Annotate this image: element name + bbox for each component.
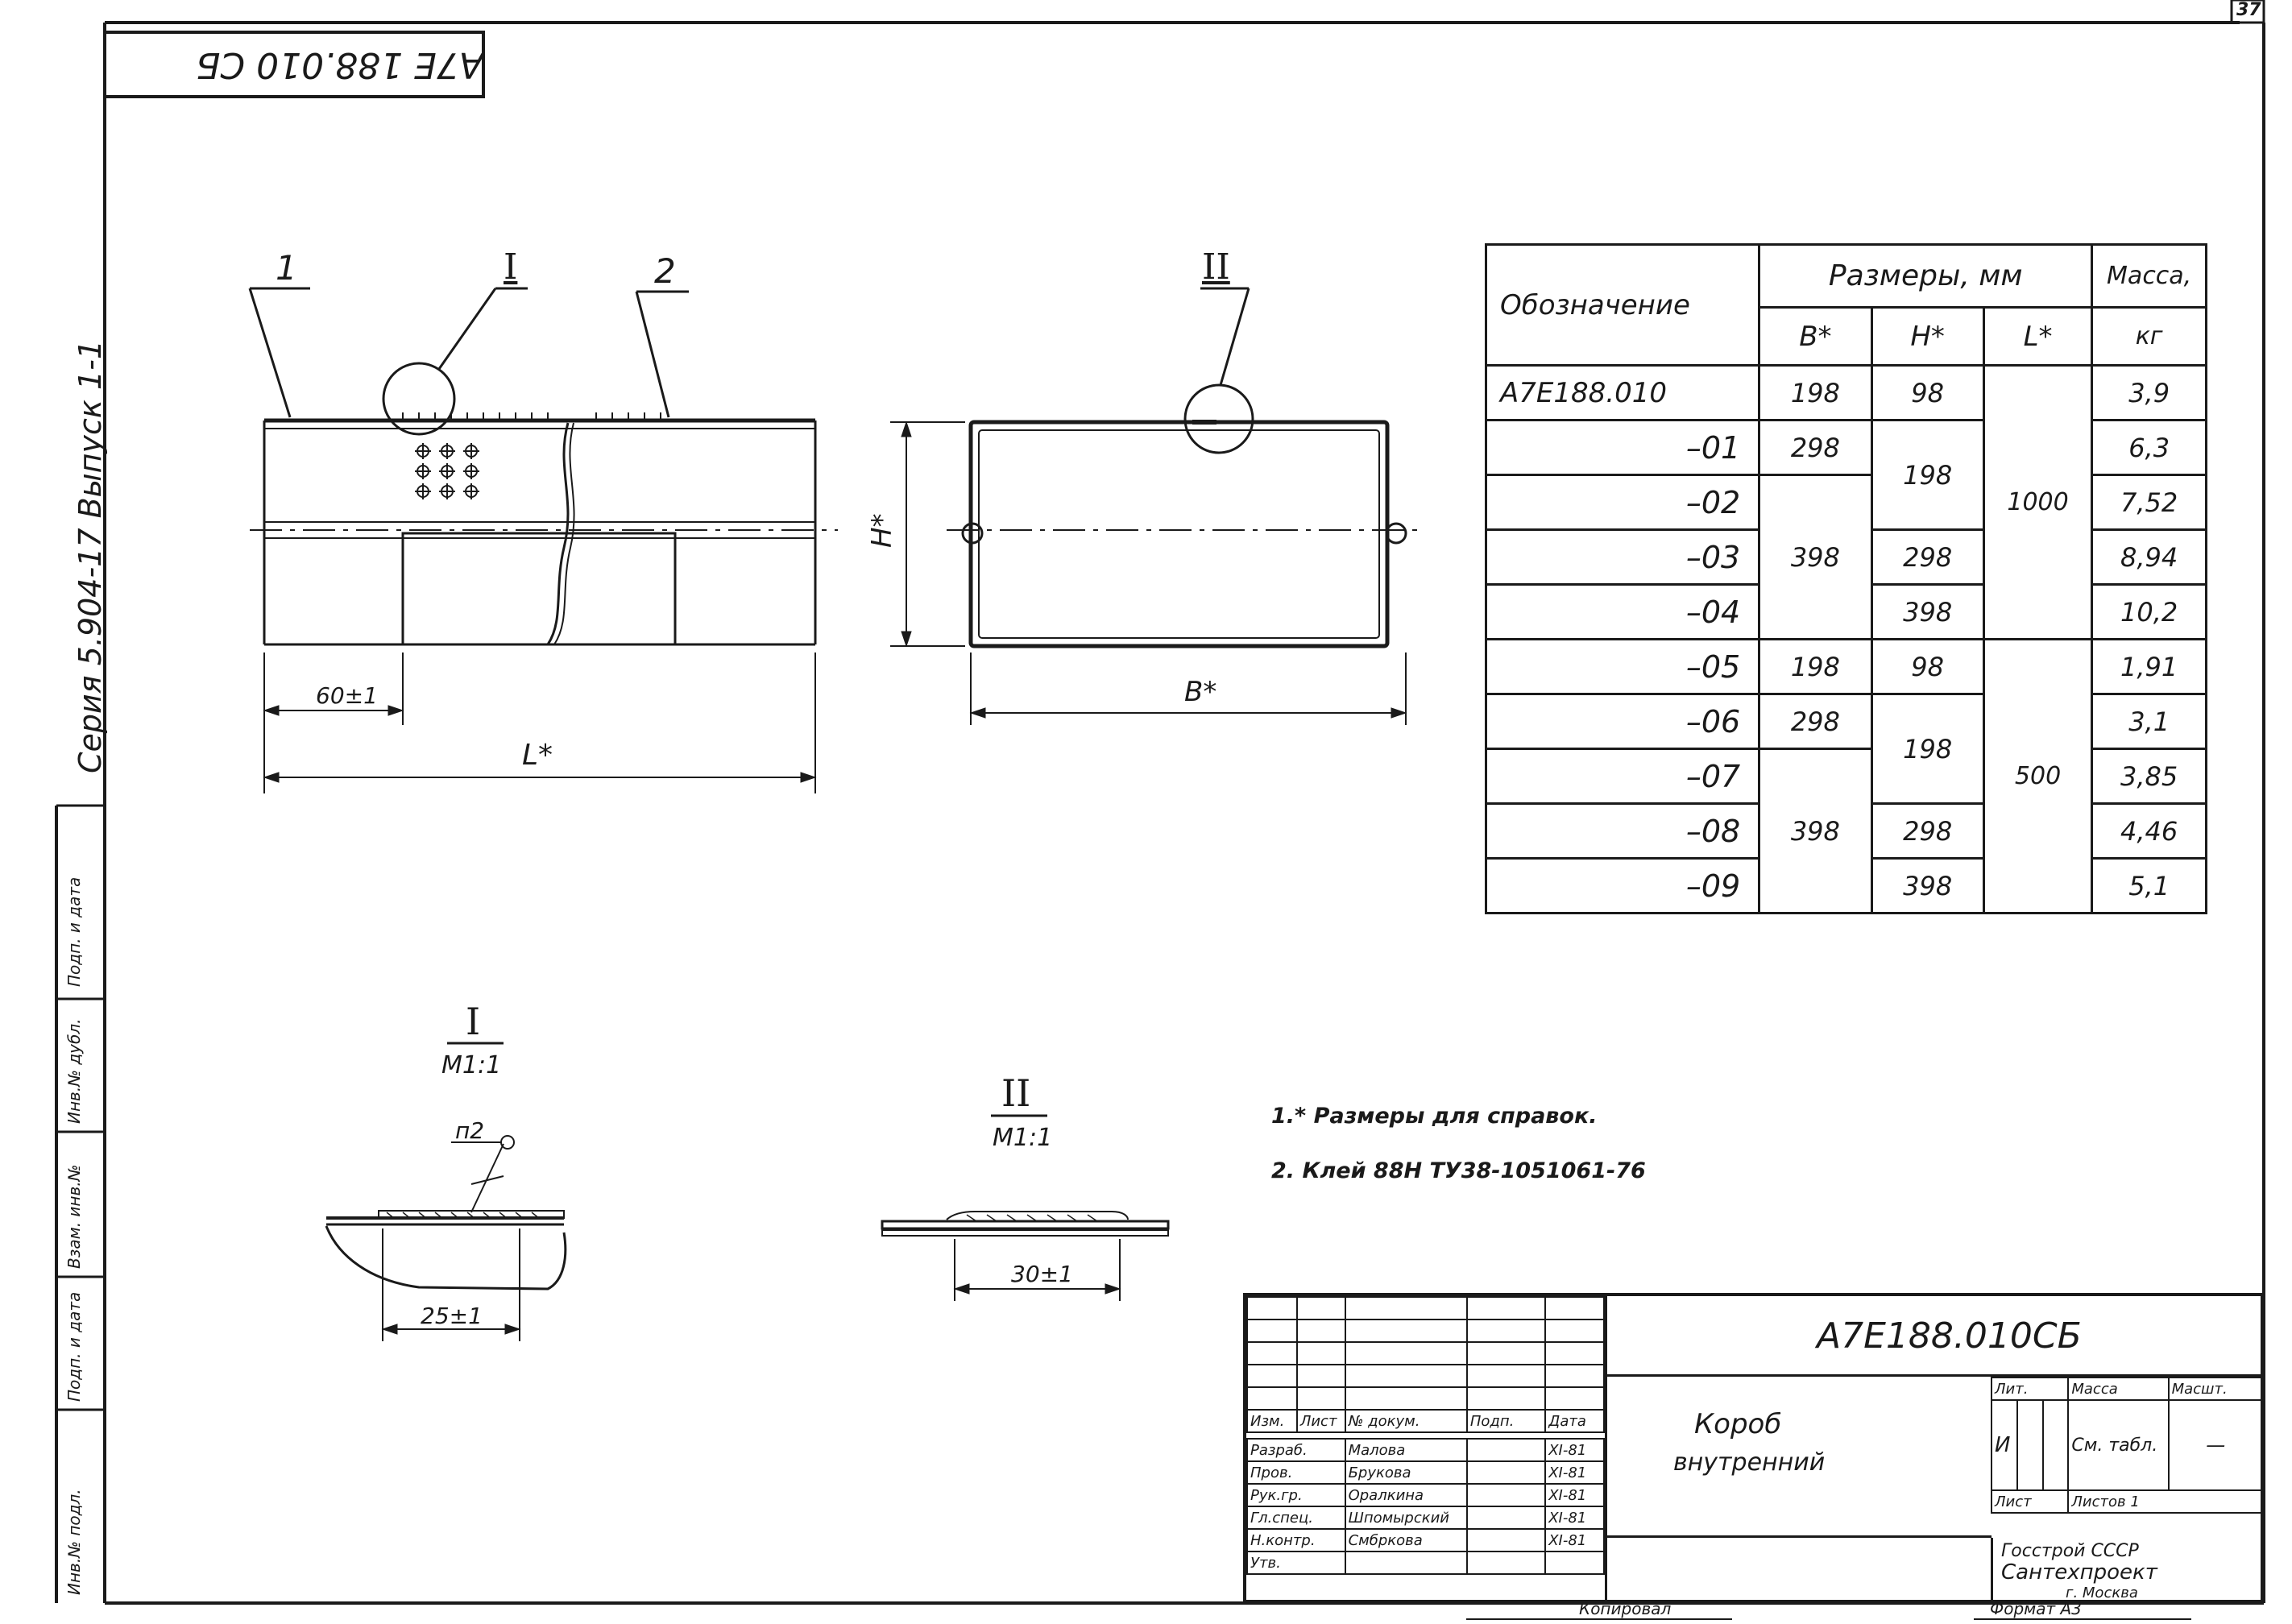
col-header: № докум. [1344, 1409, 1468, 1433]
scale-label: Масшт. [2167, 1377, 2265, 1401]
strip-label-4: Подп. и дата [64, 1291, 84, 1402]
sheets-label: Листов 1 [2067, 1489, 2264, 1514]
mass-label: Масса [2067, 1377, 2170, 1401]
org-3: г. Москва [2066, 1585, 2138, 1601]
dim-H: H* [866, 513, 898, 548]
sheet-number-box [2230, 0, 2265, 24]
sheet-number: 37 [2236, 0, 2261, 20]
lit-grid: Лит. Масса Масшт. И См. табл. — Лист Лис… [1990, 1377, 2265, 1514]
strip-label-2: Инв.№ дубл. [64, 1018, 84, 1124]
table-row: –02 [1484, 474, 1761, 531]
detail-II-scale: M1:1 [993, 1124, 1053, 1152]
mirrored-code: A7E 188.010 СБ [196, 44, 483, 85]
detail-I [325, 1042, 567, 1341]
footer-format: Формат А3 [1990, 1599, 2082, 1618]
detail-II-dim: 30±1 [1011, 1261, 1073, 1287]
detail-I-dim: 25±1 [421, 1303, 483, 1329]
side-view [248, 287, 838, 793]
table-row: –01 [1484, 419, 1761, 476]
table-row: A7E188.010 [1484, 364, 1761, 421]
dim-L: L* [522, 739, 553, 772]
detail-I-roman: I [466, 1000, 481, 1043]
sub-l: L* [1982, 306, 2094, 367]
note-1: 1.* Размеры для справок. [1271, 1104, 1598, 1129]
title-code: A7E188.010СБ [1817, 1315, 2082, 1357]
lit-value: И [1991, 1399, 2018, 1491]
strip-label-5: Инв.№ подл. [64, 1489, 84, 1595]
sub-b: B* [1758, 306, 1873, 367]
org-2: Сантехпроект [2001, 1560, 2157, 1585]
detail-I-scale: M1:1 [441, 1051, 502, 1079]
detail-I-mark: п2 [455, 1117, 485, 1144]
table-row: –04 [1484, 583, 1761, 640]
revision-grid: Изм. Лист № докум. Подп. Дата [1246, 1296, 1605, 1433]
org-1: Госстрой СССР [2001, 1541, 2139, 1561]
sheet-label: Лист [1990, 1489, 2070, 1514]
strip-label-1: Подп. и дата [64, 876, 84, 987]
sub-h: H* [1870, 306, 1985, 367]
size-table: Обозначение Размеры, мм Масса, B* H* L* … [1484, 243, 2207, 914]
section-view [890, 287, 1418, 725]
l-500: 500 [1982, 638, 2094, 914]
leader-label-I: I [504, 246, 518, 288]
scale-value: — [2167, 1399, 2265, 1491]
table-row: –06 [1484, 693, 1761, 750]
dim-60: 60±1 [316, 682, 378, 709]
series-label: Серия 5.904-17 Выпуск 1-1 [73, 340, 108, 773]
col-header: Дата [1544, 1409, 1605, 1433]
detail-II-roman: II [1001, 1071, 1031, 1115]
title-name-1: Короб [1694, 1408, 1782, 1440]
leader-label-2: 2 [654, 251, 676, 291]
detail-II [881, 1114, 1170, 1301]
title-name-2: внутренний [1673, 1448, 1826, 1477]
mass-value: См. табл. [2067, 1399, 2170, 1491]
header-sizes: Размеры, мм [1758, 243, 2094, 309]
table-row: –08 [1484, 802, 1761, 860]
footer-copied: Копировал [1579, 1599, 1672, 1618]
col-header: Подп. [1465, 1409, 1547, 1433]
lit-label: Лит. [1990, 1377, 2070, 1401]
sub-kg: кг [2091, 306, 2207, 367]
col-header: Лист [1295, 1409, 1346, 1433]
table-row: –09 [1484, 857, 1761, 914]
header-mass: Масса, [2091, 243, 2207, 309]
l-1000: 1000 [1982, 364, 2094, 640]
leader-label-1: 1 [276, 248, 297, 288]
col-header: Изм. [1246, 1409, 1298, 1433]
strip-label-3: Взам. инв.№ [64, 1164, 84, 1269]
mirrored-code-box [103, 31, 485, 98]
note-2: 2. Клей 88Н ТУ38-1051061-76 [1271, 1158, 1646, 1183]
table-row: –07 [1484, 748, 1761, 805]
dim-B: B* [1184, 676, 1217, 708]
table-row: –03 [1484, 528, 1761, 586]
table-row: –05 [1484, 638, 1761, 695]
header-designation: Обозначение [1484, 243, 1761, 367]
leader-label-II: II [1202, 246, 1230, 288]
title-block: Изм. Лист № докум. Подп. Дата Разраб.Мал… [1243, 1293, 2265, 1603]
